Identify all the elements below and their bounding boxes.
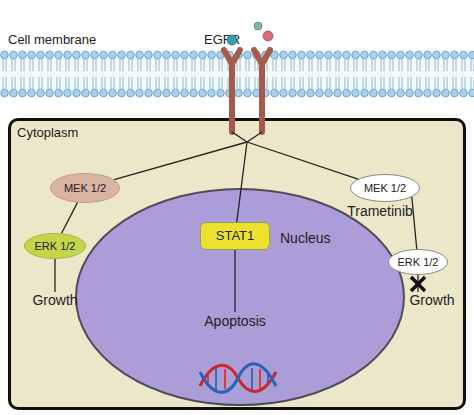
dna-helix: [200, 364, 276, 392]
signal-connector: [114, 142, 247, 180]
inhibition-cross: [411, 277, 425, 291]
leader-line: [417, 275, 418, 292]
node-label: ERK 1/2: [35, 240, 76, 253]
membrane-band: Cell membrane: [0, 50, 474, 98]
lipid-bilayer: [0, 50, 474, 98]
node-label: Nucleus: [280, 230, 331, 246]
signal-connector: [247, 142, 358, 179]
inhibited-kinase-ellipse: ERK 1/2: [388, 249, 448, 275]
ligand-symbol: [227, 22, 273, 45]
outcome-label: Growth: [409, 292, 454, 308]
membrane-fill: [0, 50, 474, 98]
node-label: MEK 1/2: [364, 182, 406, 195]
ellipse-outline: [75, 188, 405, 406]
inhibited-kinase-ellipse: MEK 1/2: [350, 174, 420, 202]
node-label: EGFR: [204, 33, 240, 48]
ellipse-shape: [25, 234, 86, 259]
drug-label: Trametinib: [347, 203, 413, 219]
node-label: STAT1: [216, 229, 255, 244]
nucleus-ellipse: Nucleus STAT1: [75, 188, 405, 406]
outcome-label: Apoptosis: [204, 313, 265, 329]
kinase-ellipse: MEK 1/2: [50, 173, 120, 203]
node-label: MEK 1/2: [64, 182, 106, 195]
transcription-factor-box: STAT1: [200, 222, 270, 250]
node-label: Cytoplasm: [17, 126, 78, 141]
ellipse-shape: [76, 189, 404, 405]
outcome-label: Growth: [32, 292, 77, 308]
cytoplasm-compartment: CytoplasmMEK 1/2ERK 1/2 Nucleus STAT1 MEK 1…: [8, 118, 466, 410]
receptor-symbol: [224, 50, 270, 142]
signal-connector: [237, 142, 247, 222]
node-label: ERK 1/2: [398, 256, 439, 269]
leader-line: [54, 259, 55, 292]
ellipse-shape: [51, 174, 120, 203]
leader-line: [234, 250, 235, 312]
kinase-ellipse: ERK 1/2: [24, 233, 86, 259]
ellipse-shape: [389, 250, 448, 275]
ellipse-shape: [351, 175, 420, 202]
node-label: Cell membrane: [8, 33, 96, 48]
signal-connector: [62, 203, 78, 234]
